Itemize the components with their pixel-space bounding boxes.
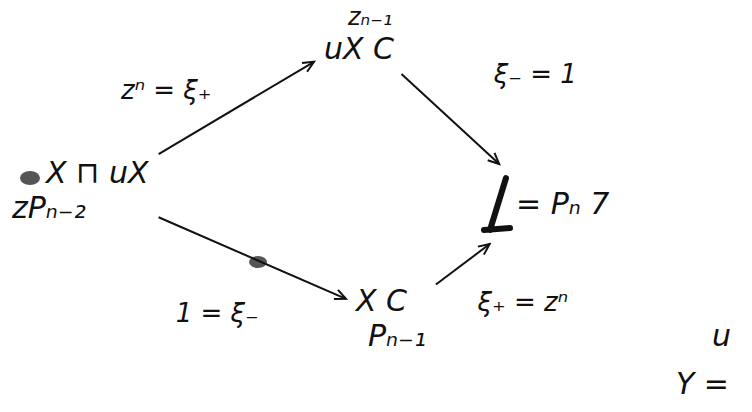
arrow-label: zⁿ = ξ₊ [118, 75, 215, 105]
ink-blot [20, 171, 40, 185]
object-label: X C [356, 284, 407, 319]
arrow-label: ξ₊ = zⁿ [475, 287, 572, 317]
math-object: X CPₙ₋₁ [350, 280, 432, 357]
arrow-label: 1 = ξ₋ [173, 298, 262, 328]
math-object: = Pₙ 7 [470, 168, 615, 240]
object-annotation: Pₙ₋₁ [368, 319, 426, 354]
object-annotation: uX C [324, 32, 394, 67]
margin-note: Y = [676, 366, 729, 401]
object-label: = Pₙ 7 [516, 187, 609, 222]
bar-stroke [484, 178, 510, 230]
morphism-arrow [436, 244, 490, 285]
object-label: X ⊓ uX [46, 156, 149, 191]
morphism-arrow [159, 217, 346, 299]
arrow-label: ξ₋ = 1 [491, 59, 580, 89]
object-annotation: zₙ₋₁ [348, 4, 392, 32]
math-object: X ⊓ uXzPₙ₋₂ [40, 152, 155, 229]
object-annotation: zPₙ₋₂ [12, 191, 86, 226]
margin-note: u [712, 318, 731, 353]
morphism-arrow [401, 74, 499, 164]
math-object: zₙ₋₁uX C [318, 0, 400, 70]
bar-symbol [476, 172, 516, 236]
